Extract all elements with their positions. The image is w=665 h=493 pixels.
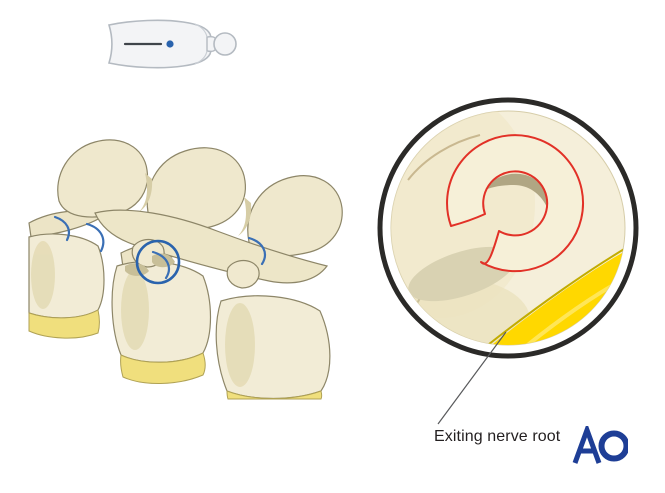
intervertebral-discs [28, 309, 323, 400]
logo-letter-a [572, 426, 602, 464]
ao-logo-letters [572, 426, 628, 464]
entry-point-marker-dot [166, 40, 174, 48]
foramen-recesses [125, 253, 175, 276]
nerve-root-lines [53, 215, 266, 280]
magnified-foraminal-view [377, 97, 639, 359]
bone-edge-line [407, 134, 481, 181]
annulus-outline-shape [446, 134, 585, 273]
patient-position-icon [107, 19, 237, 69]
pocket-shadow-band [483, 173, 548, 207]
ao-logo [572, 426, 628, 464]
nerve-root-edge-line [473, 240, 625, 345]
annotation-leader-line [437, 331, 507, 425]
posterior-elements [57, 139, 343, 257]
annotation-label: Exiting nerve root [434, 428, 561, 445]
spine-oblique-illustration [28, 139, 343, 400]
body-shading [31, 241, 255, 387]
leader-line [437, 331, 507, 425]
bone-crevice-shading [139, 173, 252, 236]
foramen-highlight-circle [135, 239, 181, 285]
logo-letter-o [598, 430, 628, 462]
